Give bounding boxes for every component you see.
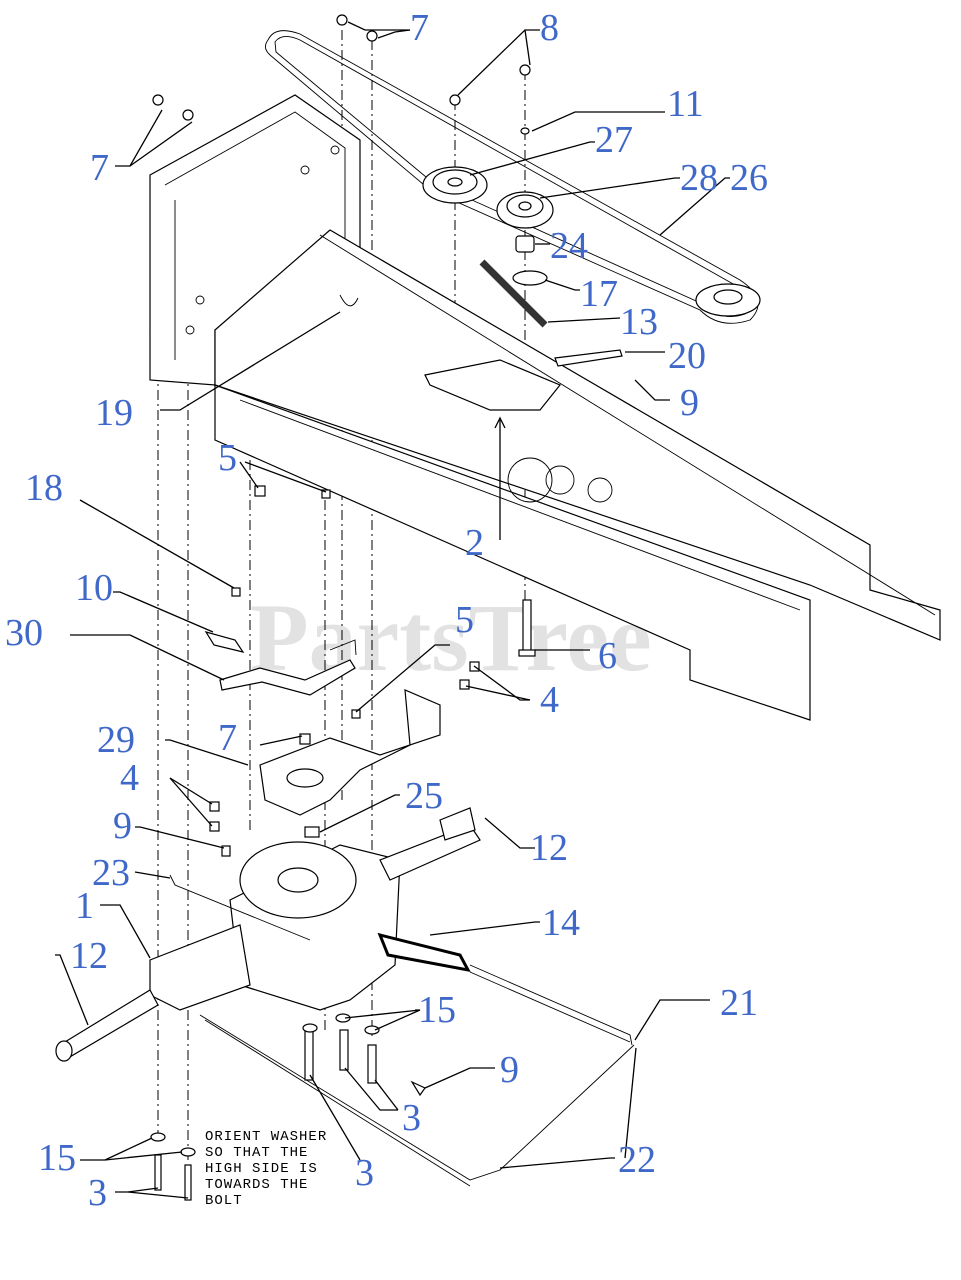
idler-pulley-28 bbox=[496, 191, 554, 229]
callout-10[interactable]: 10 bbox=[75, 567, 113, 609]
callout-15[interactable]: 15 bbox=[38, 1137, 76, 1179]
callout-21[interactable]: 21 bbox=[720, 982, 758, 1024]
callout-3[interactable]: 3 bbox=[355, 1152, 374, 1194]
callout-14[interactable]: 14 bbox=[542, 902, 580, 944]
callout-3[interactable]: 3 bbox=[88, 1172, 107, 1214]
callout-8[interactable]: 8 bbox=[540, 7, 559, 49]
callout-23[interactable]: 23 bbox=[92, 852, 130, 894]
callout-19[interactable]: 19 bbox=[95, 392, 133, 434]
callout-25[interactable]: 25 bbox=[405, 775, 443, 817]
spacer-24 bbox=[515, 235, 535, 253]
leader-lines bbox=[55, 21, 730, 1199]
callout-labels: 7 8 11 27 28 26 7 24 17 13 20 9 19 5 18 … bbox=[5, 7, 768, 1214]
callout-1[interactable]: 1 bbox=[75, 885, 94, 927]
control-rod-22 bbox=[199, 1014, 635, 1187]
callout-13[interactable]: 13 bbox=[620, 301, 658, 343]
callout-27[interactable]: 27 bbox=[595, 119, 633, 161]
callout-22[interactable]: 22 bbox=[618, 1139, 656, 1181]
callout-28[interactable]: 28 bbox=[680, 157, 718, 199]
callout-11[interactable]: 11 bbox=[667, 83, 704, 125]
callout-5[interactable]: 5 bbox=[455, 599, 474, 641]
tab-20 bbox=[554, 349, 623, 367]
rod-23 bbox=[169, 874, 311, 941]
spring-13 bbox=[479, 259, 548, 328]
callout-2[interactable]: 2 bbox=[465, 522, 484, 564]
callout-29[interactable]: 29 bbox=[97, 719, 135, 761]
bracket-30 bbox=[219, 639, 357, 696]
callout-12[interactable]: 12 bbox=[530, 827, 568, 869]
switch-10 bbox=[204, 631, 245, 653]
callout-9[interactable]: 9 bbox=[113, 805, 132, 847]
callout-24[interactable]: 24 bbox=[550, 225, 588, 267]
top-hardware bbox=[152, 14, 531, 135]
callout-17[interactable]: 17 bbox=[580, 273, 618, 315]
orientation-note: ORIENT WASHER SO THAT THE HIGH SIDE IS T… bbox=[205, 1129, 327, 1209]
callout-4[interactable]: 4 bbox=[540, 679, 559, 721]
callout-4[interactable]: 4 bbox=[120, 757, 139, 799]
frame-rails bbox=[214, 229, 941, 721]
control-rod-21 bbox=[469, 964, 633, 1046]
note-line-4: TOWARDS THE bbox=[205, 1177, 308, 1193]
washer-17 bbox=[512, 270, 548, 286]
callout-20[interactable]: 20 bbox=[668, 335, 706, 377]
note-line-5: BOLT bbox=[205, 1193, 243, 1209]
callout-9[interactable]: 9 bbox=[680, 382, 699, 424]
callout-5[interactable]: 5 bbox=[218, 437, 237, 479]
idler-pulley-27 bbox=[422, 166, 488, 204]
callout-12[interactable]: 12 bbox=[70, 935, 108, 977]
callout-15[interactable]: 15 bbox=[418, 989, 456, 1031]
transaxle bbox=[55, 807, 481, 1062]
note-line-3: HIGH SIDE IS bbox=[205, 1161, 318, 1177]
callout-30[interactable]: 30 bbox=[5, 612, 43, 654]
callout-7[interactable]: 7 bbox=[218, 717, 237, 759]
callout-26[interactable]: 26 bbox=[730, 157, 768, 199]
note-line-1: ORIENT WASHER bbox=[205, 1129, 327, 1145]
callout-3[interactable]: 3 bbox=[402, 1097, 421, 1139]
mid-hardware bbox=[209, 485, 536, 857]
engine-pulley bbox=[695, 283, 761, 317]
lower-hardware bbox=[150, 1013, 426, 1201]
idler-bracket-2 bbox=[424, 359, 561, 540]
callout-7[interactable]: 7 bbox=[90, 147, 109, 189]
note-line-2: SO THAT THE bbox=[205, 1145, 308, 1161]
callout-6[interactable]: 6 bbox=[598, 635, 617, 677]
callout-7[interactable]: 7 bbox=[410, 7, 429, 49]
hook-19 bbox=[339, 294, 359, 307]
callout-9[interactable]: 9 bbox=[500, 1049, 519, 1091]
bracket-29 bbox=[259, 689, 441, 838]
frame-side-panel bbox=[149, 94, 361, 386]
callout-18[interactable]: 18 bbox=[25, 467, 63, 509]
